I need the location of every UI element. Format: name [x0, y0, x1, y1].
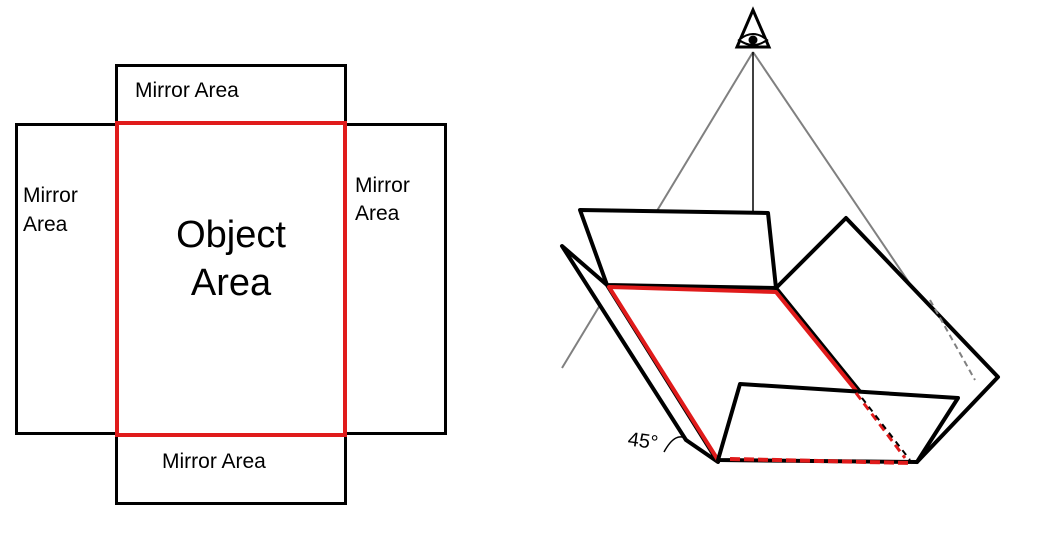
bottom-mirror-panel [115, 432, 347, 505]
object-area-label-line2: Area [190, 262, 272, 304]
bottom-mirror-label: Mirror Area [162, 450, 266, 473]
back-mirror-panel [578, 208, 778, 290]
left-mirror-label-line2: Area [23, 213, 68, 236]
left-mirror-label-line1: Mirror [23, 184, 78, 207]
object-area-panel [115, 121, 347, 437]
eye-icon [734, 6, 772, 49]
hidden-edges [729, 299, 976, 465]
object-area-label-line1: Object [176, 214, 286, 256]
left-mirror-panel [15, 123, 118, 435]
angle-label: 45° [626, 428, 659, 454]
top-mirror-label: Mirror Area [135, 79, 239, 102]
front-mirror-panel [716, 382, 960, 464]
right-mirror-label-line2: Area [355, 202, 400, 225]
right-mirror-label-line1: Mirror [355, 174, 410, 197]
angle-arc [663, 436, 689, 453]
right-mirror-panel [343, 123, 447, 435]
